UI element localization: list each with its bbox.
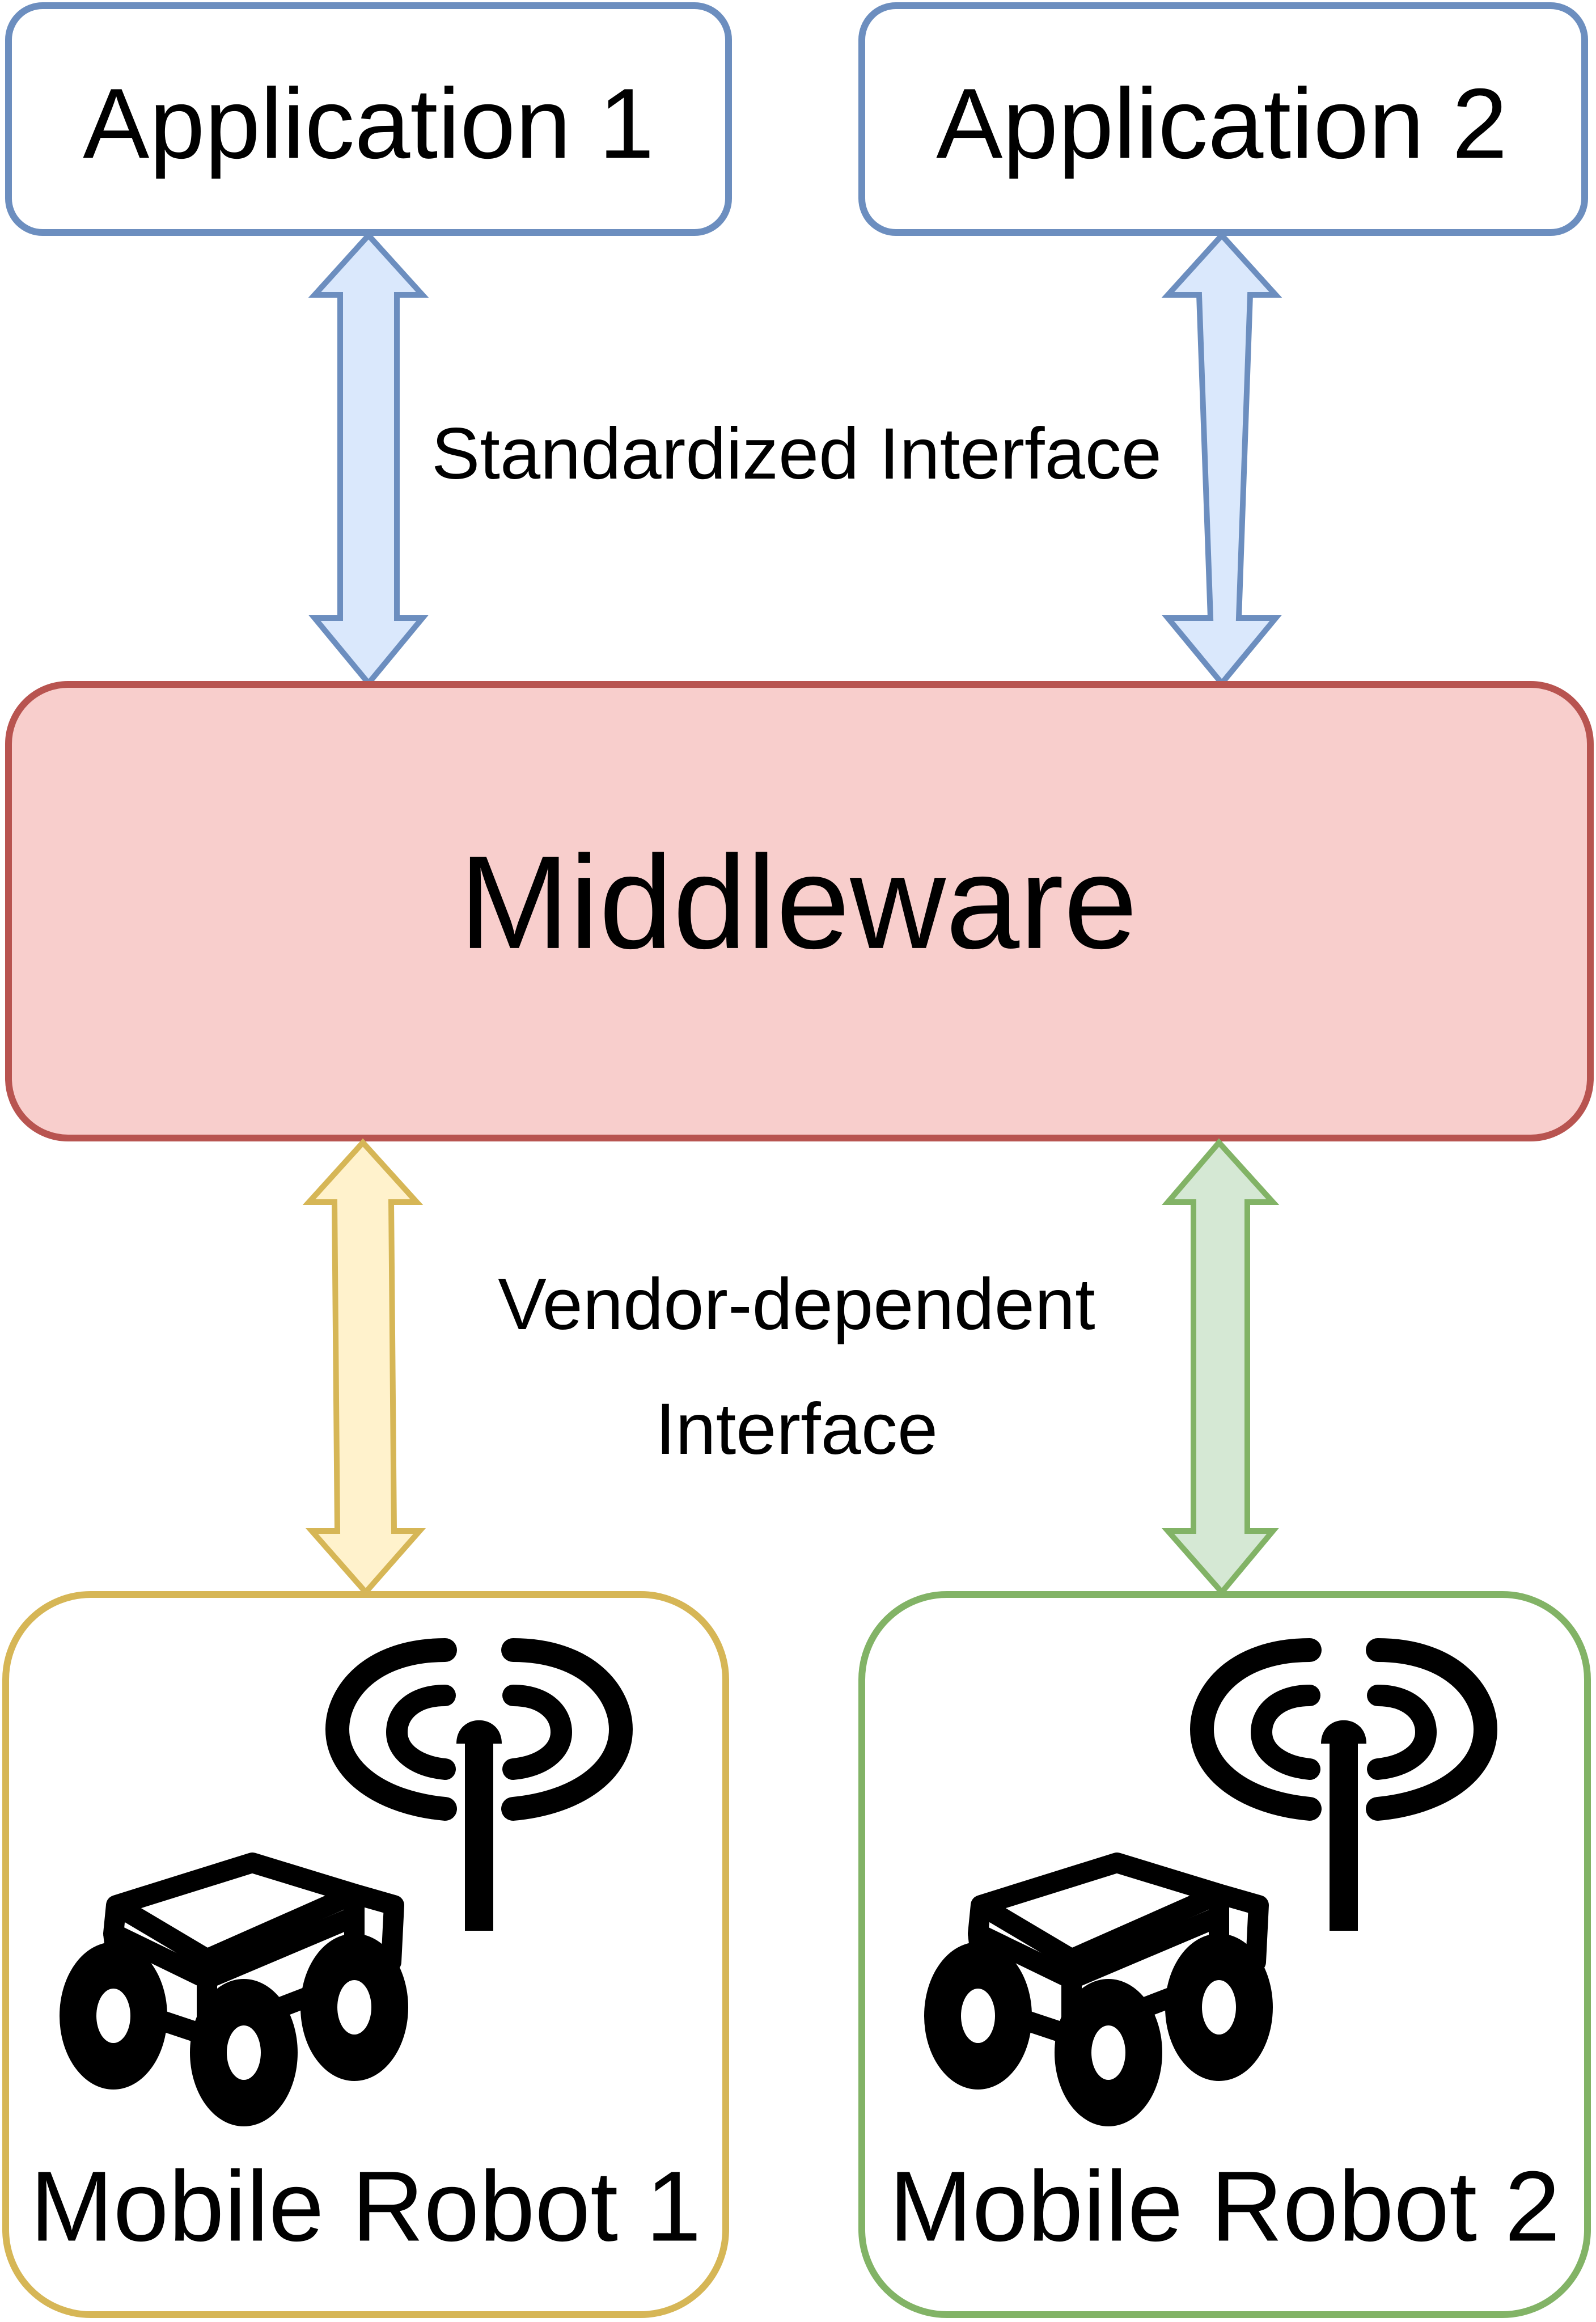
standardized-arrow-left bbox=[308, 231, 429, 688]
standardized-interface-label: Standardized Interface bbox=[431, 413, 1162, 494]
application-2-label: Application 2 bbox=[936, 68, 1508, 179]
mobile-robot-1-label: Mobile Robot 1 bbox=[30, 2151, 701, 2262]
middleware-box bbox=[5, 681, 1594, 1141]
middleware-label: Middleware bbox=[459, 828, 1138, 976]
vendor-interface-label-line2: Interface bbox=[655, 1389, 938, 1470]
vendor-arrow-right bbox=[1161, 1138, 1280, 1597]
application-2-box bbox=[858, 2, 1588, 236]
standardized-arrow-right bbox=[1161, 231, 1282, 688]
vendor-interface-label-line1: Vendor-dependent bbox=[498, 1264, 1095, 1345]
application-1-label: Application 1 bbox=[83, 68, 654, 179]
vendor-arrow-left bbox=[302, 1138, 426, 1597]
mobile-robot-2-label: Mobile Robot 2 bbox=[889, 2151, 1560, 2262]
